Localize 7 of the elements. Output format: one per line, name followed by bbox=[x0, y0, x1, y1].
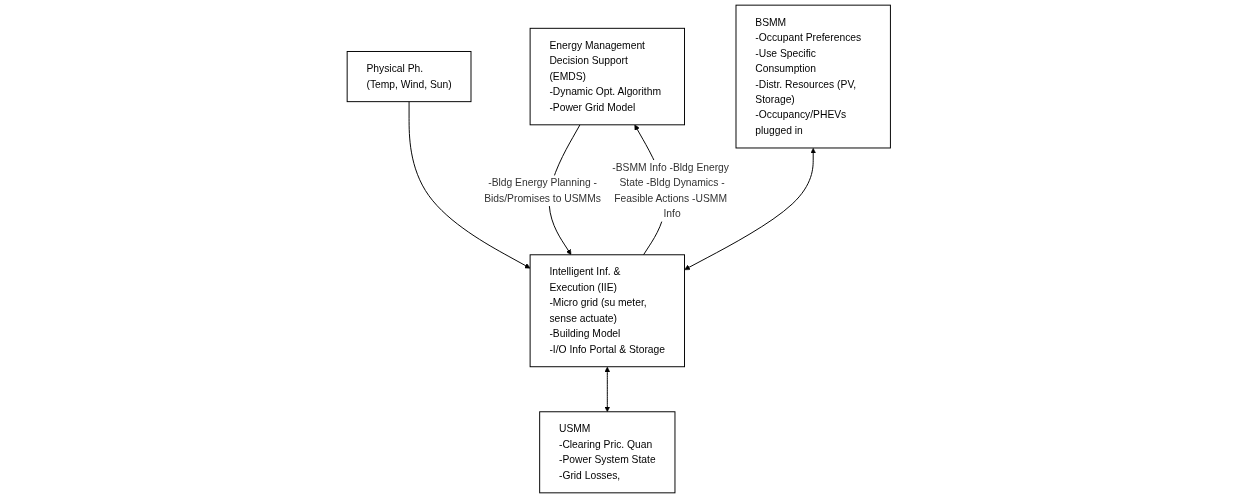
edge-label: -BSMM Info -Bldg Energy State -Bldg Dynamics -Feasible Actions -USMM Info bbox=[612, 161, 729, 220]
node-box: USMM -Clearing Pric. Quan -Power System State -Grid Losses, bbox=[538, 411, 676, 494]
node-box: Intelligent Inf. & Execution (IIE) -Micro grid (su meter, sense actuate) -Building Model -I/O Info Portal & Storage bbox=[529, 254, 685, 368]
edge-label: -Bldg Energy Planning -Bids/Promises to USMMs bbox=[483, 177, 601, 204]
node-box: Energy Management Decision Support (EMDS) -Dynamic Opt. Algorithm -Power Grid Model bbox=[529, 27, 685, 126]
node-box: BSMM -Occupant Preferences -Use Specific Consumption -Distr. Resources (PV, Storage) -Occupancy/PHEVs plugged in bbox=[735, 4, 891, 149]
node-box: Physical Ph. (Temp, Wind, Sun) bbox=[346, 51, 472, 103]
